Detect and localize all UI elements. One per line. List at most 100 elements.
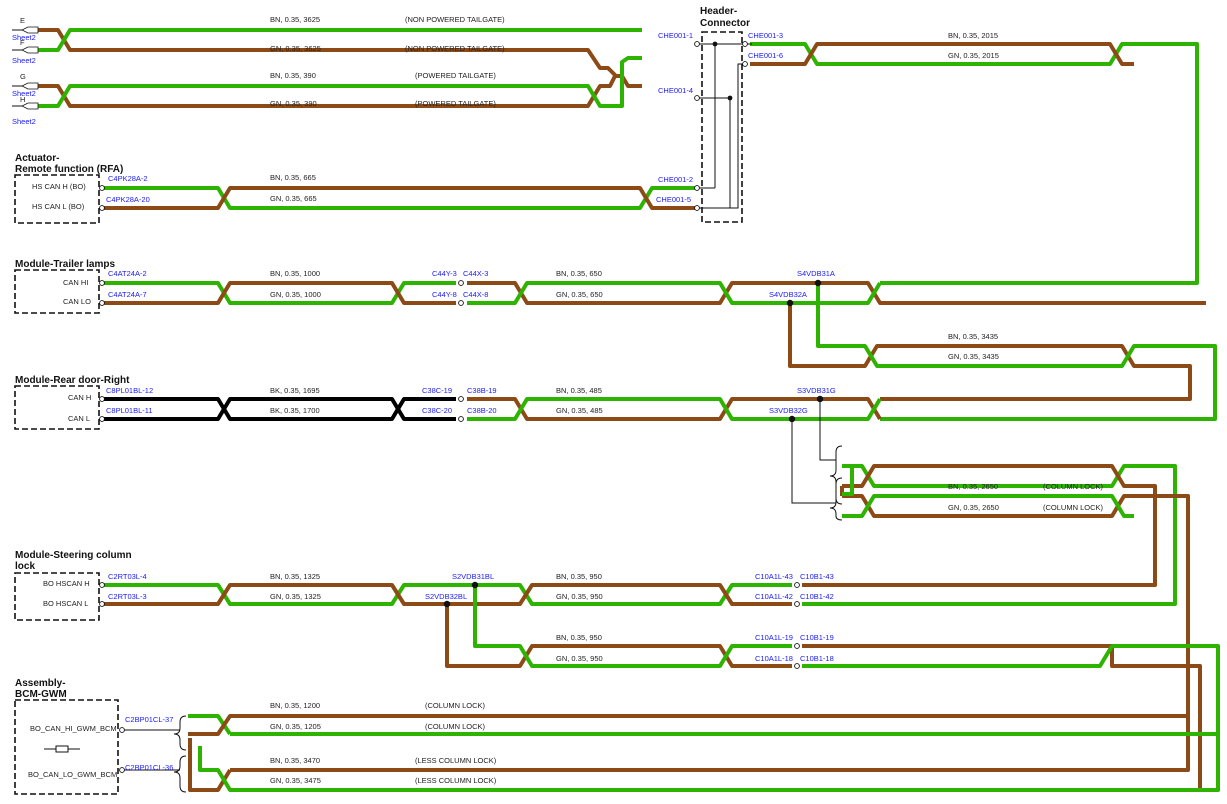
- wire-gn-950-c: [230, 644, 1220, 736]
- wire-note: (LESS COLUMN LOCK): [415, 756, 497, 765]
- connector-label: C10A1L-42: [755, 592, 793, 601]
- splice-dots: [443, 41, 824, 608]
- wire-bk-1695: [102, 397, 456, 421]
- pin: [794, 601, 800, 607]
- reardoor-box: [14, 385, 100, 430]
- arrow-left-icon[interactable]: [21, 26, 39, 34]
- sheet-ref-link[interactable]: Sheet2: [12, 33, 36, 42]
- header-connector-title: Connector: [700, 18, 750, 29]
- wire-label: BN, 0.35, 1325: [270, 572, 320, 581]
- pin: [794, 643, 800, 649]
- pin: [99, 396, 105, 402]
- connector-label: C10A1L-19: [755, 633, 793, 642]
- bcm-title: BCM-GWM: [15, 689, 67, 700]
- wire-label: GN, 0.35, 3435: [948, 352, 999, 361]
- steering-title: Module-Steering column: [15, 550, 132, 561]
- splice-label: S4VDB31A: [797, 269, 835, 278]
- wire-label: GN, 0.35, 3475: [270, 776, 321, 785]
- labels: E Sheet2 F Sheet2 G Sheet2 H Sheet2 BN, …: [12, 6, 1104, 785]
- splice-s3vdb31g: [816, 395, 824, 403]
- wire-gn-950-b: [473, 585, 792, 668]
- sheet-ref-letter: F: [20, 38, 25, 47]
- pin: [742, 61, 748, 67]
- pin: [119, 727, 125, 733]
- wire-gn-485: [467, 397, 882, 421]
- wire-note: (POWERED TAILGATE): [415, 71, 496, 80]
- wire-bk-1700: [102, 397, 456, 421]
- splice-s2vdb31bl: [471, 581, 479, 589]
- wire-gn-2650-b: [842, 494, 1134, 518]
- pin: [99, 300, 105, 306]
- wire-label: GN, 0.35, 2650: [948, 503, 999, 512]
- wire-label: BN, 0.35, 950: [556, 572, 602, 581]
- rfa-title: Actuator-: [15, 153, 59, 164]
- wire-label: BN, 0.35, 390: [270, 71, 316, 80]
- pin-label: BO_CAN_LO_GWM_BCM: [28, 770, 117, 779]
- pin: [694, 185, 700, 191]
- pin: [99, 280, 105, 286]
- wire-note: (COLUMN LOCK): [425, 701, 486, 710]
- pin: [99, 601, 105, 607]
- wire-label: GN, 0.35, 650: [556, 290, 603, 299]
- wire-label: GN, 0.35, 1325: [270, 592, 321, 601]
- sheet-ref-link[interactable]: Sheet2: [12, 89, 36, 98]
- braces: [173, 445, 843, 793]
- wire-gn-3625: [38, 28, 642, 52]
- arrow-left-icon[interactable]: [21, 102, 39, 110]
- wire-label: BN, 0.35, 3435: [948, 332, 998, 341]
- component-boxes: [14, 31, 743, 795]
- connector-label: C4PK28A-2: [108, 174, 148, 183]
- wire-bn-1200: [188, 714, 232, 736]
- sheet-ref-letter: E: [20, 16, 25, 25]
- arrow-left-icon[interactable]: [21, 46, 39, 54]
- connector-label: CHE001-1: [658, 31, 693, 40]
- sheet-ref-link[interactable]: Sheet2: [12, 117, 36, 126]
- trailer-box: [14, 269, 100, 314]
- pin: [458, 280, 464, 286]
- arrow-left-icon[interactable]: [21, 82, 39, 90]
- connector-label: C8PL01BL-11: [106, 406, 153, 415]
- pin: [794, 663, 800, 669]
- wire-label: GN, 0.35, 1000: [270, 290, 321, 299]
- connector-label: C44Y-8: [432, 290, 457, 299]
- splice-label: S2VDB31BL: [452, 572, 494, 581]
- wire-label: BN, 0.35, 3625: [270, 15, 320, 24]
- pin: [99, 416, 105, 422]
- splice-label: S3VDB31G: [797, 386, 836, 395]
- connector-label: C38C-20: [422, 406, 452, 415]
- wire-gn-650: [467, 281, 882, 305]
- connector-label: C38B-19: [467, 386, 497, 395]
- connector-label: CHE001-5: [656, 195, 691, 204]
- pin: [742, 41, 748, 47]
- bcm-title: Assembly-: [15, 678, 66, 689]
- pin-label: CAN HI: [63, 278, 88, 287]
- pin: [99, 185, 105, 191]
- wire-label: BN, 0.35, 650: [556, 269, 602, 278]
- wire-label: BN, 0.35, 2015: [948, 31, 998, 40]
- connector-label: C44X-8: [463, 290, 488, 299]
- wire-label: GN, 0.35, 950: [556, 654, 603, 663]
- sheet-ref-link[interactable]: Sheet2: [12, 56, 36, 65]
- splice-s4vdb32a: [786, 299, 794, 307]
- wire-bn-2650-b: [230, 494, 1190, 772]
- wire-gn-1325: [102, 583, 792, 606]
- wire-bn-3625: [38, 28, 642, 88]
- pin-label: BO HSCAN H: [43, 579, 90, 588]
- connector-label: C10B1-18: [800, 654, 834, 663]
- splice-s3vdb32g: [788, 415, 796, 423]
- wire-label: GN, 0.35, 485: [556, 406, 603, 415]
- splice-label: S4VDB32A: [769, 290, 807, 299]
- trailer-title: Module-Trailer lamps: [15, 259, 115, 270]
- pin: [99, 582, 105, 588]
- wire-gn-1000: [102, 281, 456, 305]
- wire-label: GN, 0.35, 390: [270, 99, 317, 108]
- wire-label: BK, 0.35, 1695: [270, 386, 320, 395]
- wire-label: GN, 0.35, 3625: [270, 44, 321, 53]
- junction-dot: [712, 41, 718, 47]
- wire-bn-485: [467, 397, 882, 421]
- wire-label: BN, 0.35, 485: [556, 386, 602, 395]
- pin-label: CAN LO: [63, 297, 91, 306]
- pin: [694, 205, 700, 211]
- wire-gn-3475: [198, 734, 1220, 792]
- connector-label: C2BP01CL-36: [125, 763, 173, 772]
